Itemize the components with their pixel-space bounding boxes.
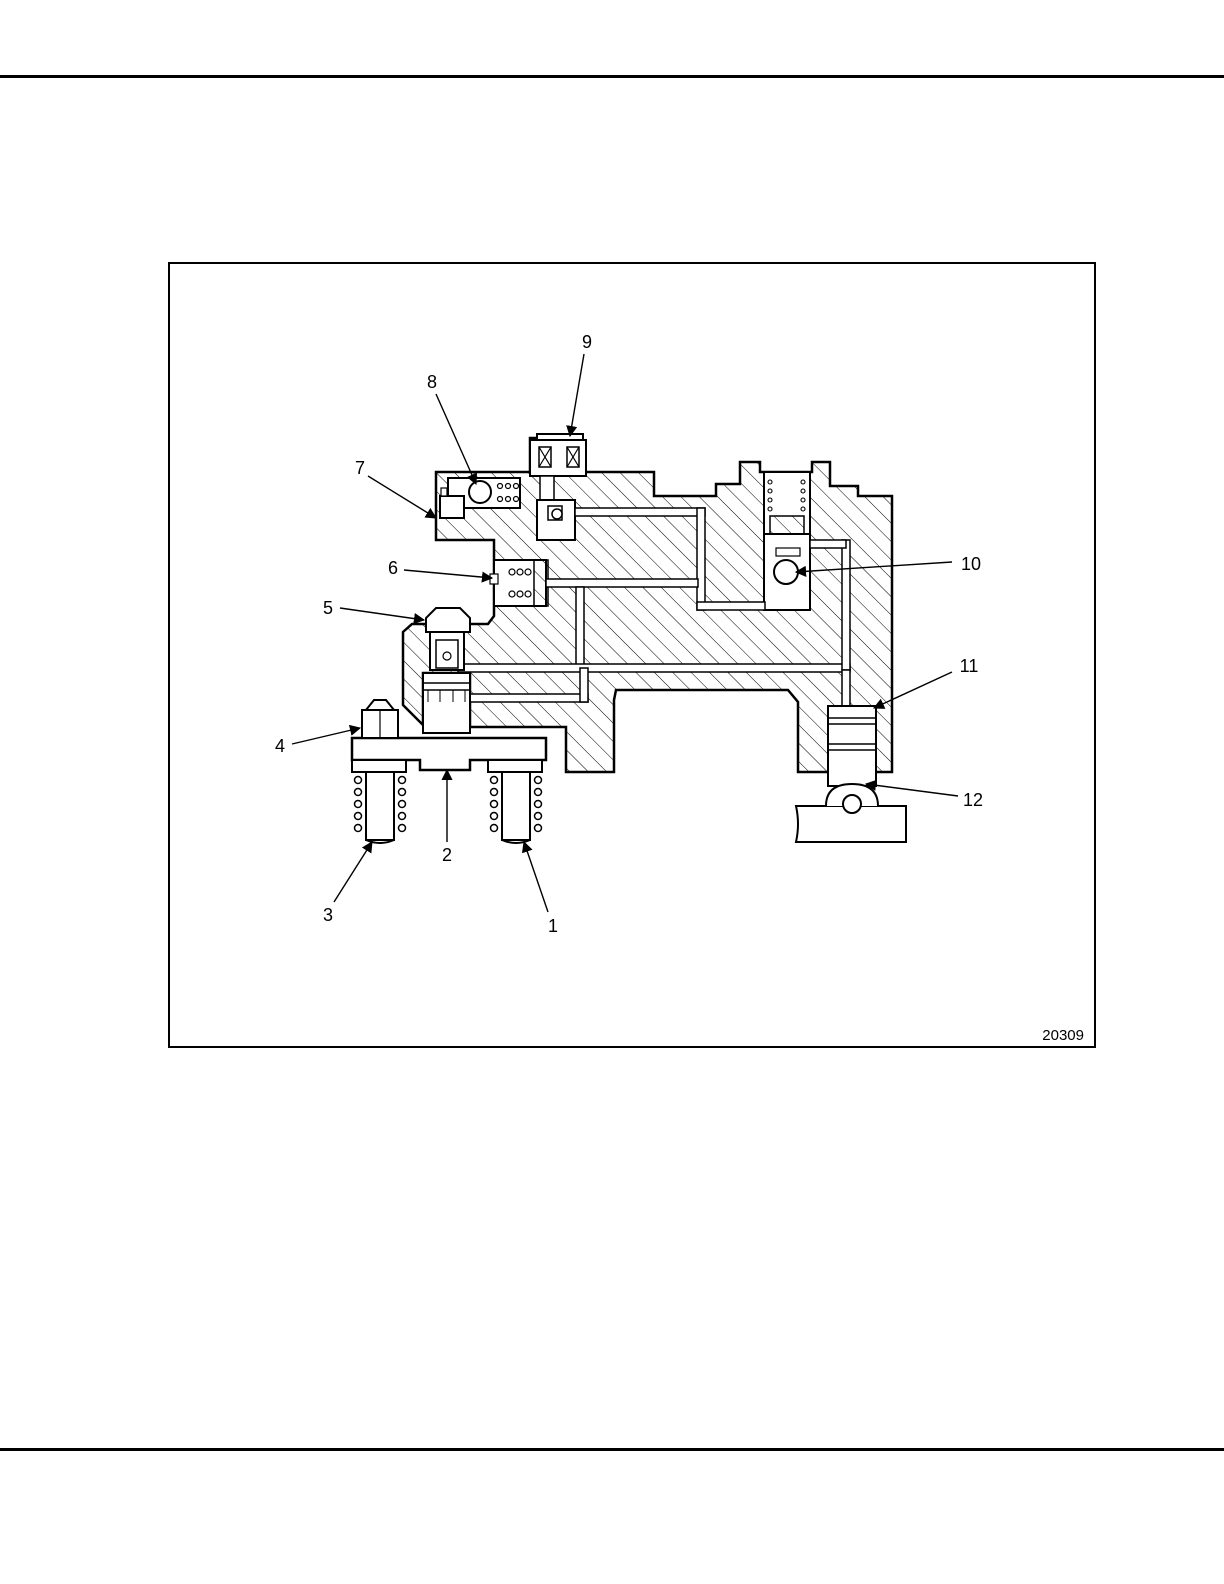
adjusting-cap <box>426 608 470 670</box>
adjusting-nut <box>362 700 398 738</box>
leader-4 <box>292 728 360 744</box>
leader-9 <box>570 354 584 436</box>
leader-7 <box>368 476 436 518</box>
callout-10: 10 <box>961 554 981 574</box>
leader-5 <box>340 608 424 620</box>
callout-3: 3 <box>323 905 333 925</box>
callout-5: 5 <box>323 598 333 618</box>
callout-11: 11 <box>960 656 979 676</box>
callout-12: 12 <box>963 790 983 810</box>
leader-1 <box>524 842 548 912</box>
figure-id: 20309 <box>1042 1027 1084 1044</box>
callout-7: 7 <box>355 458 365 478</box>
left-valve-stem <box>352 760 406 843</box>
callout-4: 4 <box>275 736 285 756</box>
plunger-column <box>423 673 470 733</box>
callout-8: 8 <box>427 372 437 392</box>
cam-roller <box>796 784 906 842</box>
leader-12 <box>866 784 958 796</box>
leader-3 <box>334 842 372 902</box>
callout-2: 2 <box>442 845 452 865</box>
side-spring-valve <box>490 560 548 606</box>
right-spring-check-valve <box>764 472 810 610</box>
leader-8 <box>436 394 476 484</box>
leader-6 <box>404 570 492 578</box>
callout-6: 6 <box>388 558 398 578</box>
callout-1: 1 <box>548 916 558 936</box>
right-valve-stem <box>488 760 542 843</box>
pump-plunger <box>828 706 876 786</box>
callout-9: 9 <box>582 332 592 352</box>
